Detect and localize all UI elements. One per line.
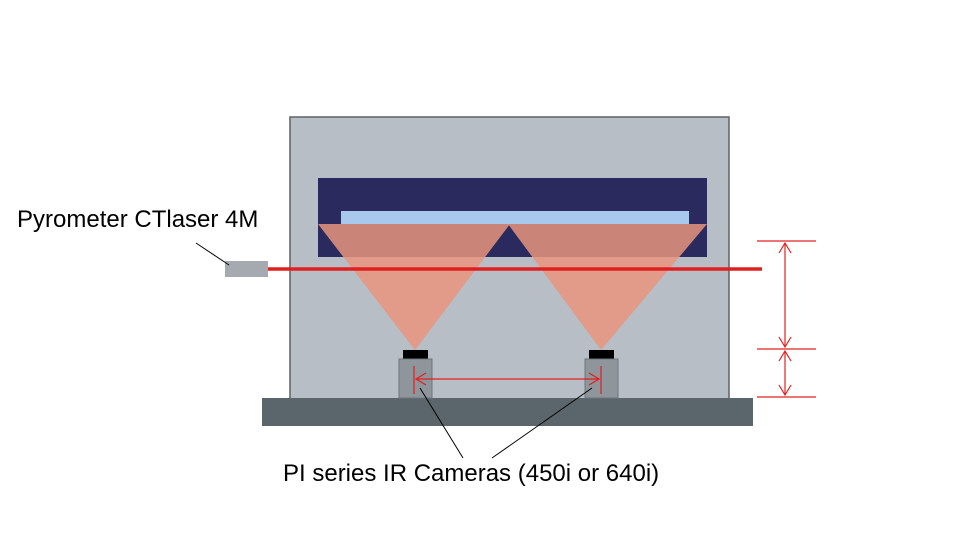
- camera-field-of-view-right: [508, 224, 707, 350]
- camera-field-of-view-left: [318, 224, 510, 350]
- glass-sheet: [341, 211, 689, 224]
- pyrometer-sensor-icon: [225, 261, 268, 277]
- base-plate: [262, 398, 753, 426]
- ir-camera-icon: [403, 350, 428, 359]
- pyrometer-leader-line: [195, 242, 230, 266]
- leader-lines: [195, 242, 593, 459]
- camera-leader-line-right: [491, 387, 593, 459]
- height-dimension: [757, 240, 816, 398]
- ir-camera-icon: [589, 350, 614, 359]
- camera-leader-line-left: [419, 387, 464, 459]
- ir-camera-left: [398, 350, 433, 399]
- cameras-label: PI series IR Cameras (450i or 640i): [283, 460, 660, 487]
- camera-spacing-dimension: [413, 366, 602, 394]
- pyrometer-label: Pyrometer CTlaser 4M: [17, 206, 259, 233]
